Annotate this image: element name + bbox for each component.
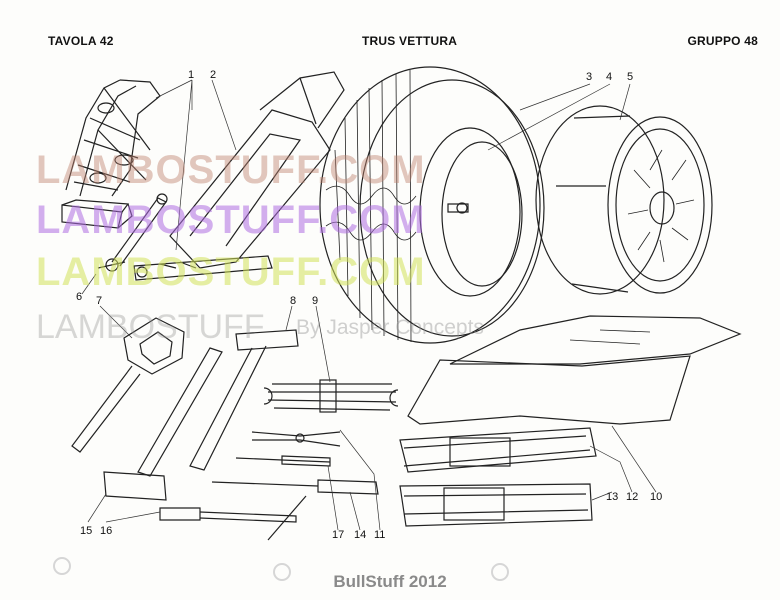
callout-12: 12 bbox=[626, 491, 638, 503]
wheel-spanner bbox=[71, 317, 185, 453]
callout-8: 8 bbox=[290, 295, 296, 307]
t-wrench bbox=[159, 495, 307, 541]
group-number: GRUPPO 48 bbox=[687, 34, 758, 48]
spanner-set bbox=[263, 379, 399, 413]
callout-16: 16 bbox=[100, 525, 112, 537]
diagram-title: TRUS VETTURA bbox=[362, 34, 458, 48]
callout-7: 7 bbox=[96, 295, 102, 307]
tool-bag bbox=[407, 315, 742, 425]
scissor-jack bbox=[61, 79, 161, 229]
lever-bar bbox=[103, 347, 223, 501]
callout-10: 10 bbox=[650, 491, 662, 503]
punch-hole-mark bbox=[491, 563, 509, 581]
callout-17: 17 bbox=[332, 529, 344, 541]
callout-1: 1 bbox=[188, 69, 194, 81]
inner-tube-valve bbox=[447, 202, 469, 214]
callout-15: 15 bbox=[80, 525, 92, 537]
wheel-chock bbox=[169, 71, 345, 269]
callout-3: 3 bbox=[586, 71, 592, 83]
callout-2: 2 bbox=[210, 69, 216, 81]
punch-hole-mark bbox=[53, 557, 71, 575]
punch-hole-mark bbox=[273, 563, 291, 581]
callout-14: 14 bbox=[354, 529, 366, 541]
pliers bbox=[251, 431, 341, 447]
callout-4: 4 bbox=[606, 71, 612, 83]
callout-6: 6 bbox=[76, 291, 82, 303]
leader-lines bbox=[81, 79, 657, 531]
callout-5: 5 bbox=[627, 71, 633, 83]
callout-13: 13 bbox=[606, 491, 618, 503]
callout-9: 9 bbox=[312, 295, 318, 307]
wheel-rim bbox=[535, 105, 713, 295]
callout-11: 11 bbox=[374, 529, 385, 541]
footer-credit: BullStuff 2012 bbox=[333, 572, 447, 591]
jack-handle bbox=[97, 193, 273, 281]
hammer bbox=[189, 329, 299, 471]
straps bbox=[399, 427, 597, 527]
tyre bbox=[319, 66, 545, 344]
table-number: TAVOLA 42 bbox=[48, 34, 114, 48]
callout-labels: 1 2 3 4 5 6 7 8 9 10 11 12 13 14 15 16 1… bbox=[76, 69, 662, 541]
screwdrivers bbox=[211, 455, 379, 495]
